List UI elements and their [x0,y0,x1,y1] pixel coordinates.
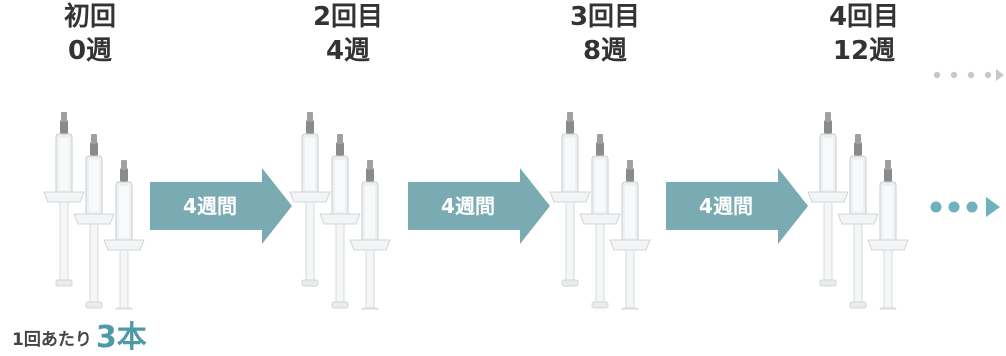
stage-week: 4週 [325,36,371,66]
stage-week: 8週 [582,36,628,66]
interval-label: 4週間 [699,194,753,218]
dose-note-prefix: 1回あたり [12,330,92,350]
continuation-dots-bottom [928,196,1006,222]
dose-count: 3本 [95,320,147,355]
interval-arrow-3: 4週間 [666,168,808,244]
dots-arrow-icon [933,69,1004,81]
stage-header-4: 4回目 12週 [804,0,924,68]
interval-label: 4週間 [183,194,237,218]
stage-week: 0週 [67,36,113,66]
syringe-group-1 [42,110,162,331]
syringe-icon [807,112,909,331]
syringe-group-2 [288,110,408,331]
interval-arrow-1: 4週間 [150,168,292,244]
stage-label: 初回 [63,2,116,32]
syringe-group-4 [806,110,926,331]
stage-header-2: 2回目 4週 [288,0,408,68]
syringe-group-3 [548,110,668,331]
interval-label: 4週間 [441,194,495,218]
stage-label: 3回目 [569,2,641,32]
syringe-icon [549,112,651,331]
continuation-dots-top [932,67,1006,86]
stage-header-3: 3回目 8週 [545,0,665,68]
stage-week: 12週 [832,36,896,66]
syringe-icon [289,112,391,331]
syringe-icon [43,112,145,331]
stage-header-1: 初回 0週 [30,0,150,68]
interval-arrow-2: 4週間 [408,168,550,244]
dots-arrow-icon [930,197,1000,217]
stage-label: 4回目 [828,2,900,32]
stage-label: 2回目 [312,2,384,32]
